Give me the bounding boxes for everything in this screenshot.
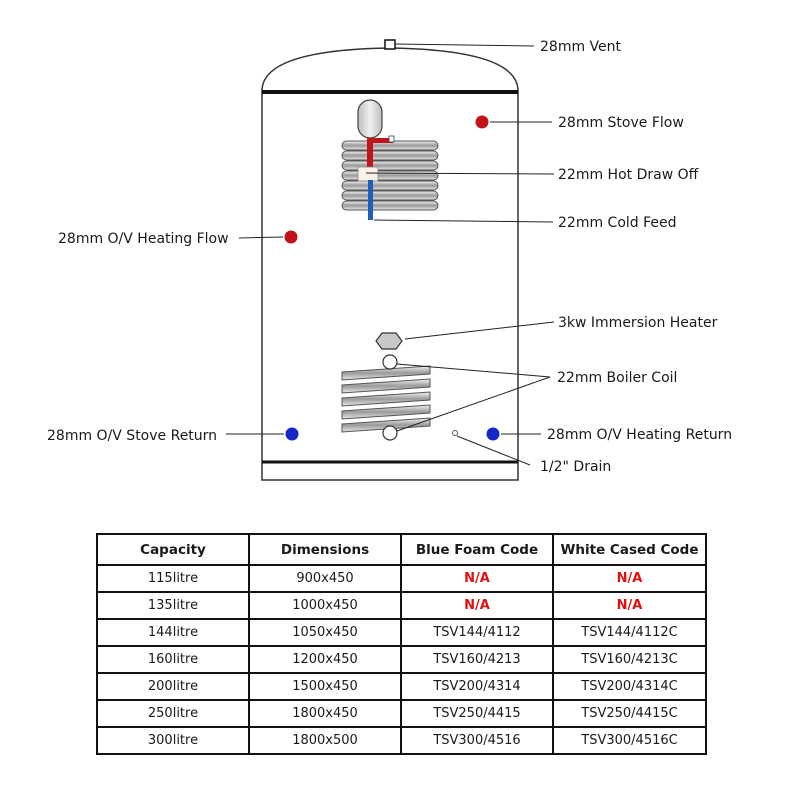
table-row: 160litre 1200x450 TSV160/4213 TSV160/421… [96,645,707,674]
cell-white-cased-code: TSV250/4415C [552,699,707,728]
cold-pipe [368,180,373,220]
drain-port [452,430,458,436]
label-hot-draw-off: 22mm Hot Draw Off [558,167,699,183]
table-row: 115litre 900x450 N/A N/A [96,564,707,593]
table-row: 300litre 1800x500 TSV300/4516 TSV300/451… [96,726,707,755]
immersion-heater-icon [375,332,403,350]
header-capacity: Capacity [96,533,250,566]
cell-blue-foam-code: TSV160/4213 [400,645,554,674]
cell-dimensions: 1500x450 [248,672,402,701]
boiler-coil-bottom-port [382,425,398,441]
cell-capacity: 144litre [96,618,250,647]
cell-capacity: 250litre [96,699,250,728]
cell-blue-foam-code: TSV200/4314 [400,672,554,701]
label-stove-return: 28mm O/V Stove Return [47,428,217,444]
boiler-coil [341,365,431,433]
hot-pipe [367,135,395,178]
label-heating-flow: 28mm O/V Heating Flow [58,231,229,247]
cell-dimensions: 1800x500 [248,726,402,755]
table-row: 250litre 1800x450 TSV250/4415 TSV250/441… [96,699,707,728]
header-dimensions: Dimensions [248,533,402,566]
leader-lines [226,43,555,466]
stove-flow-dot [475,115,489,129]
label-heating-return: 28mm O/V Heating Return [547,427,732,443]
label-vent: 28mm Vent [540,39,622,55]
cell-dimensions: 1050x450 [248,618,402,647]
header-white-cased-code: White Cased Code [552,533,707,566]
table-row: 144litre 1050x450 TSV144/4112 TSV144/411… [96,618,707,647]
pipe-junction [357,166,379,182]
cell-capacity: 160litre [96,645,250,674]
cell-blue-foam-code: TSV250/4415 [400,699,554,728]
cell-dimensions: 1200x450 [248,645,402,674]
cell-blue-foam-code: TSV300/4516 [400,726,554,755]
cell-white-cased-code: TSV300/4516C [552,726,707,755]
vent-port [384,39,396,50]
table-row: 135litre 1000x450 N/A N/A [96,591,707,620]
cell-capacity: 135litre [96,591,250,620]
cell-capacity: 300litre [96,726,250,755]
cell-blue-foam-code: N/A [400,591,554,620]
cell-capacity: 115litre [96,564,250,593]
heating-flow-dot [284,230,298,244]
table-row: 200litre 1500x450 TSV200/4314 TSV200/431… [96,672,707,701]
cell-white-cased-code: TSV144/4112C [552,618,707,647]
cell-dimensions: 1000x450 [248,591,402,620]
label-stove-flow: 28mm Stove Flow [558,115,684,131]
cylinder-diagram: 28mm Vent 28mm Stove Flow 22mm Hot Draw … [47,39,732,481]
cell-white-cased-code: N/A [552,564,707,593]
cell-capacity: 200litre [96,672,250,701]
stove-coil [341,140,439,211]
stove-return-dot [285,427,299,441]
cell-blue-foam-code: TSV144/4112 [400,618,554,647]
specification-table: Capacity Dimensions Blue Foam Code White… [96,533,707,755]
cell-dimensions: 900x450 [248,564,402,593]
label-cold-feed: 22mm Cold Feed [558,215,677,231]
table-header-row: Capacity Dimensions Blue Foam Code White… [96,533,707,566]
expansion-capsule [357,99,383,139]
cell-white-cased-code: N/A [552,591,707,620]
cell-white-cased-code: TSV200/4314C [552,672,707,701]
label-drain: 1/2" Drain [540,459,611,475]
label-immersion-heater: 3kw Immersion Heater [558,315,718,331]
heating-return-dot [486,427,500,441]
cell-blue-foam-code: N/A [400,564,554,593]
boiler-coil-top-port [382,354,398,370]
header-blue-foam-code: Blue Foam Code [400,533,554,566]
cell-dimensions: 1800x450 [248,699,402,728]
cell-white-cased-code: TSV160/4213C [552,645,707,674]
label-boiler-coil: 22mm Boiler Coil [557,370,677,386]
